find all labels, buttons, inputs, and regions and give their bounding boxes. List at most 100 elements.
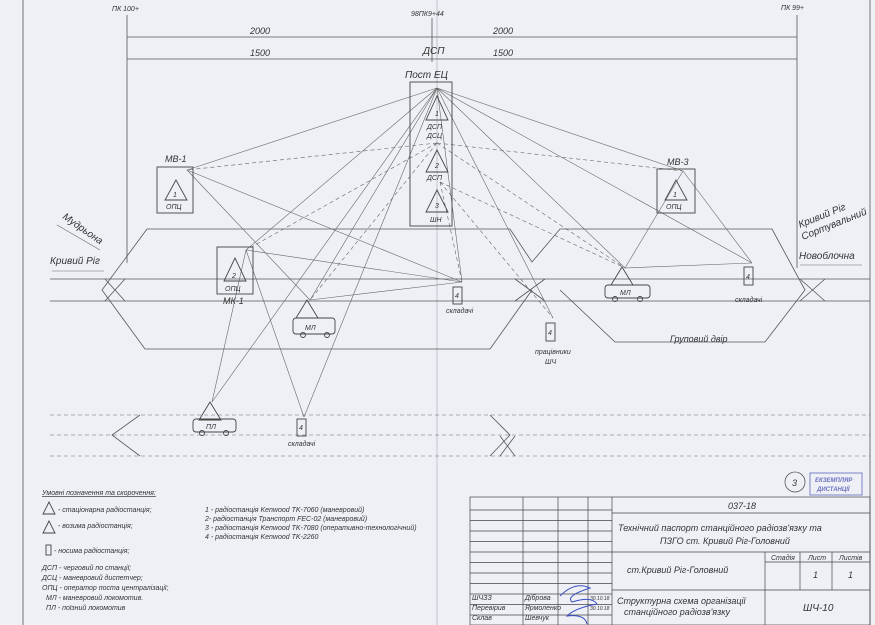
svg-text:складачі: складачі [288, 440, 316, 448]
radio-link-line [245, 142, 438, 251]
svg-text:30.10.18: 30.10.18 [590, 596, 610, 602]
svg-text:Ярмоленко: Ярмоленко [524, 605, 561, 612]
svg-text:4: 4 [548, 330, 552, 337]
svg-text:- стаціонарна радіостанція;: - стаціонарна радіостанція; [58, 506, 152, 514]
dist-top-right: 2000 [492, 26, 513, 36]
svg-text:МВ-1: МВ-1 [165, 154, 187, 164]
svg-text:2: 2 [434, 163, 439, 170]
svg-text:1: 1 [435, 111, 439, 118]
svg-text:4: 4 [299, 425, 303, 432]
portable-radio-shunters-1: 4 складачі [446, 286, 474, 315]
svg-text:1: 1 [813, 570, 818, 580]
stationary-radio-icon [164, 179, 188, 201]
stationary-radio-icon [425, 94, 449, 121]
shunting-locomotive-right: МЛ [604, 266, 651, 302]
svg-text:3 - радіостанція Kenwood TK-70: 3 - радіостанція Kenwood TK-7080 (операт… [205, 524, 417, 532]
svg-text:ДСЦ - маневровий диспетчер;: ДСЦ - маневровий диспетчер; [41, 574, 143, 582]
radio-link-line [186, 87, 438, 171]
arrow-mudryona [56, 224, 101, 251]
station-name: ст.Кривий Ріг-Головний [627, 565, 728, 575]
dist-bottom-left: 1500 [250, 48, 270, 58]
svg-text:Склав: Склав [472, 615, 492, 622]
svg-text:1 - радіостанція Kenwood TK-70: 1 - радіостанція Kenwood TK-7060 (маневр… [205, 506, 364, 514]
svg-text:працівники: працівники [535, 348, 571, 356]
svg-text:ШН: ШН [430, 217, 442, 224]
svg-text:1: 1 [673, 192, 677, 199]
radio-link-line [186, 169, 463, 283]
direction-kryvyi-rih: Кривий Ріг [50, 256, 100, 267]
radio-link-line [186, 142, 438, 171]
svg-text:МЛ: МЛ [305, 325, 316, 332]
svg-text:ОПЦ - оператор поста централіз: ОПЦ - оператор поста централізації; [42, 584, 168, 592]
legend: Умовні позначення та скорочення: - стаці… [41, 489, 417, 612]
portable-radio-workers: 4 працівники ШЧ [535, 322, 571, 366]
svg-text:- носима радіостанція;: - носима радіостанція; [54, 547, 129, 555]
train-locomotive: ПЛ [192, 401, 237, 436]
svg-text:ОПЦ: ОПЦ [225, 286, 241, 293]
freight-yard-label: Груповий двір [670, 334, 728, 344]
svg-text:ДСП - черговий по станції;: ДСП - черговий по станції; [41, 564, 131, 572]
svg-text:1: 1 [848, 570, 853, 580]
post-ec-title: Пост ЕЦ [405, 70, 448, 81]
svg-text:Стадія: Стадія [771, 554, 795, 562]
svg-text:Умовні позначення та скороченн: Умовні позначення та скорочення: [41, 489, 156, 497]
radio-link-line [624, 170, 684, 269]
svg-text:ОПЦ: ОПЦ [166, 204, 182, 211]
radio-link-line [436, 142, 626, 269]
radio-link-line [436, 87, 753, 264]
distance-copy-stamp [809, 472, 863, 496]
svg-text:Лист: Лист [807, 555, 826, 562]
scheme-title-2: станційного радіозв'язку [624, 607, 731, 617]
radio-link-line [245, 87, 438, 251]
svg-text:3: 3 [435, 203, 439, 210]
portable-radio-icon [45, 544, 52, 556]
radio-link-line [245, 249, 463, 283]
svg-text:ПЛ: ПЛ [206, 424, 216, 431]
radio-link-line [439, 181, 626, 269]
station-mv3: МВ-3 1 ОПЦ [656, 157, 696, 214]
radio-link-line [303, 87, 438, 418]
station-mv1: МВ-1 1 ОПЦ [156, 154, 194, 214]
svg-text:2- радіостанція Транспорт FEC-: 2- радіостанція Транспорт FEC-02 (маневр… [204, 515, 367, 523]
pk-right: ПК 99+ [781, 5, 804, 12]
copy-number-circle [784, 471, 806, 493]
svg-text:4: 4 [746, 274, 750, 281]
svg-text:МЛ: МЛ [620, 290, 631, 297]
svg-text:30.10.18: 30.10.18 [590, 606, 610, 612]
radio-link-line [436, 142, 684, 172]
svg-text:ПЛ - поїзний локомотив: ПЛ - поїзний локомотив [46, 604, 126, 612]
svg-text:- возима радіостанція;: - возима радіостанція; [58, 522, 133, 530]
svg-text:ШЧ: ШЧ [545, 359, 556, 366]
doc-title-1: Технічний паспорт станційного радіозв'яз… [618, 523, 822, 533]
svg-text:складачі: складачі [735, 296, 763, 304]
stationary-radio-icon [42, 500, 56, 515]
svg-text:ШЧЗЗ: ШЧЗЗ [472, 595, 492, 602]
radio-link-line [439, 181, 554, 319]
radio-link-line [436, 87, 554, 319]
svg-text:Шевчук: Шевчук [525, 615, 550, 622]
doc-title-2: ПЗГО ст. Кривий Ріг-Головний [660, 536, 790, 546]
svg-text:ДИСТАНЦІЇ: ДИСТАНЦІЇ [816, 486, 851, 493]
direction-mudryona: Мудрьона [60, 211, 105, 247]
radio-links [186, 87, 753, 418]
shunting-locomotive-left: МЛ [292, 299, 336, 338]
svg-text:ОПЦ: ОПЦ [666, 204, 682, 211]
svg-text:складачі: складачі [446, 307, 474, 315]
station-mk1: 2 ОПЦ МК-1 [216, 246, 254, 306]
svg-text:Листів: Листів [838, 554, 863, 562]
pk-left: ПК 100+ [112, 6, 139, 13]
radio-link-line [309, 142, 438, 301]
stationary-radio-icon [664, 179, 688, 201]
svg-text:ЕКЗЕМПЛЯР: ЕКЗЕМПЛЯР [815, 478, 853, 484]
svg-text:МЛ - маневровий локомотив.: МЛ - маневровий локомотив. [46, 594, 143, 602]
svg-text:ДСП: ДСП [426, 175, 443, 182]
radio-link-line [439, 181, 463, 283]
stationary-radio-icon [223, 256, 247, 282]
track-layout [50, 228, 870, 457]
svg-text:ДСП: ДСП [426, 124, 443, 131]
svg-text:4 - радіостанція Kenwood TK-22: 4 - радіостанція Kenwood TK-2260 [205, 533, 319, 541]
doc-code: 037-18 [728, 501, 756, 511]
dsp-label: ДСП [422, 46, 445, 57]
svg-text:Перевірив: Перевірив [472, 604, 506, 612]
